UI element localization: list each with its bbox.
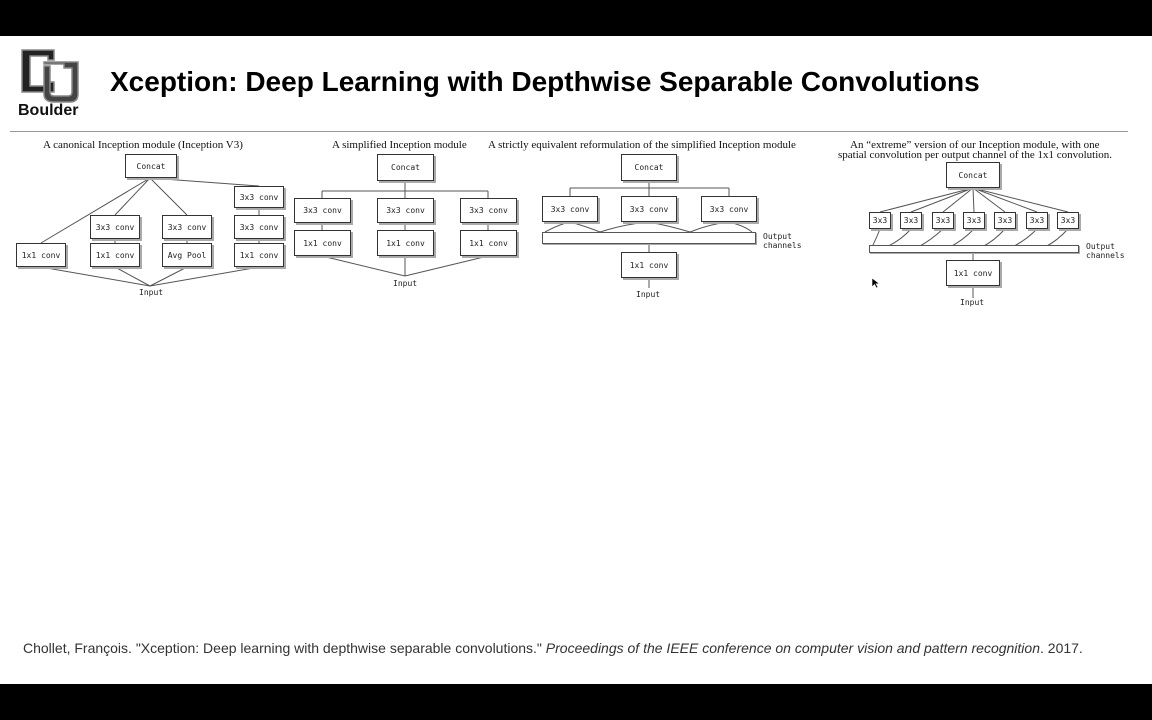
- fig1-conv-box: 3x3 conv: [90, 215, 140, 239]
- fig1-conv-box: 1x1 conv: [234, 243, 284, 267]
- fig2-caption: A simplified Inception module: [332, 139, 467, 151]
- fig4-channels-label: channels: [1086, 251, 1125, 260]
- fig4-spatial-conv-box: 3x3: [994, 212, 1016, 229]
- fig4-spatial-conv-box: 3x3: [932, 212, 954, 229]
- fig1-conv-box: 3x3 conv: [234, 186, 284, 208]
- fig4-conv-box: 1x1 conv: [946, 260, 1000, 286]
- fig1-conv-box: 1x1 conv: [90, 243, 140, 267]
- fig3-input-label: Input: [636, 290, 661, 299]
- diagram-connectors: [40, 177, 1069, 298]
- citation-year: . 2017.: [1040, 640, 1083, 656]
- fig2-conv-box: 1x1 conv: [294, 230, 351, 256]
- fig2-conv-box: 3x3 conv: [377, 198, 434, 223]
- fig3-conv-box: 1x1 conv: [621, 252, 677, 278]
- fig1-conv-box: 3x3 conv: [162, 215, 212, 239]
- fig2-conv-box: 1x1 conv: [377, 230, 434, 256]
- fig2-conv-box: 3x3 conv: [294, 198, 351, 223]
- fig4-caption-line1: An “extreme” version of our Inception mo…: [850, 139, 1100, 151]
- title-divider: [10, 131, 1128, 132]
- fig3-output-channels-bar: [542, 232, 756, 244]
- fig4-spatial-conv-box: 3x3: [1057, 212, 1079, 229]
- slide-title: Xception: Deep Learning with Depthwise S…: [110, 66, 980, 97]
- fig2-conv-box: 3x3 conv: [460, 198, 517, 223]
- fig3-conv-box: 3x3 conv: [542, 196, 598, 222]
- fig1-conv-box: 1x1 conv: [16, 243, 66, 267]
- fig1-avgpool-box: Avg Pool: [162, 243, 212, 267]
- citation: Chollet, François. "Xception: Deep learn…: [23, 639, 1133, 657]
- fig4-spatial-conv-box: 3x3: [900, 212, 922, 229]
- fig3-conv-box: 3x3 conv: [621, 196, 677, 222]
- fig4-spatial-conv-box: 3x3: [963, 212, 985, 229]
- citation-text: Chollet, François. "Xception: Deep learn…: [23, 640, 546, 656]
- fig4-spatial-conv-box: 3x3: [869, 212, 891, 229]
- fig1-conv-box: 3x3 conv: [234, 215, 284, 239]
- fig4-concat-box: Concat: [946, 162, 1000, 188]
- fig3-output-label: Output: [763, 232, 792, 241]
- fig2-conv-box: 1x1 conv: [460, 230, 517, 256]
- fig4-input-label: Input: [960, 298, 985, 307]
- fig2-concat-box: Concat: [377, 154, 434, 181]
- fig4-output-label: Output: [1086, 242, 1115, 251]
- fig3-channels-label: channels: [763, 241, 802, 250]
- fig1-input-label: Input: [139, 288, 164, 297]
- fig3-conv-box: 3x3 conv: [701, 196, 757, 222]
- fig3-concat-box: Concat: [621, 154, 677, 181]
- logo-wordmark: Boulder: [18, 102, 79, 119]
- fig2-input-label: Input: [393, 279, 418, 288]
- citation-journal: Proceedings of the IEEE conference on co…: [545, 640, 1040, 656]
- cu-boulder-logo: [21, 49, 79, 103]
- fig4-caption-line2: spatial convolution per output channel o…: [838, 149, 1113, 161]
- fig1-caption: A canonical Inception module (Inception …: [43, 139, 243, 151]
- fig1-concat-box: Concat: [125, 154, 177, 178]
- slide: Boulder Xception: Deep Learning with Dep…: [0, 36, 1152, 684]
- fig4-spatial-conv-box: 3x3: [1026, 212, 1048, 229]
- fig3-caption: A strictly equivalent reformulation of t…: [488, 139, 796, 151]
- fig4-output-channels-bar: [869, 245, 1079, 253]
- mouse-pointer-icon: [872, 278, 880, 288]
